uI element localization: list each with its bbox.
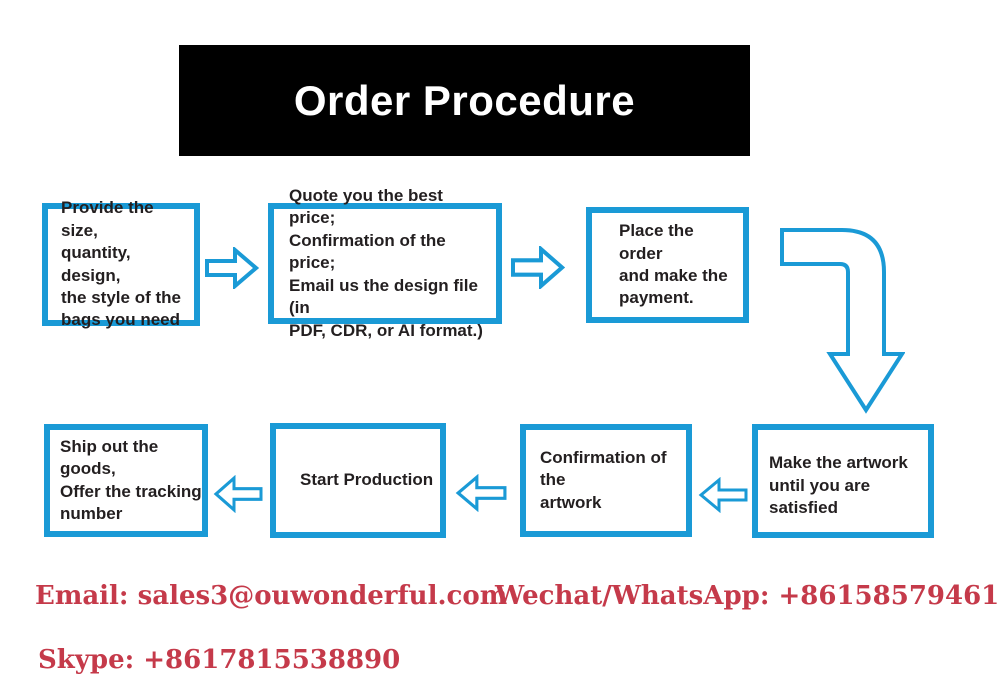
contact-wechat-whatsapp: Wechat/WhatsApp: +8615857946129 [495,581,1000,611]
flow-step-provide-details: Provide the size, quantity, design, the … [42,198,200,329]
flow-step-label: Place the order and make the payment. [619,221,728,308]
arrow-right-icon [205,247,259,289]
arrow-left-icon [698,477,748,513]
flow-step-label: Make the artwork until you are satisfied [769,453,908,518]
flow-step-label: Quote you the best price; Confirmation o… [289,185,483,340]
flow-step-make-artwork: Make the artwork until you are satisfied [752,424,934,538]
flow-step-place-order: Place the order and make the payment. [586,207,749,323]
arrow-right-icon [511,246,565,289]
title-banner: Order Procedure [179,45,750,156]
arrow-bend-down-icon [780,224,905,414]
flow-step-label: Ship out the goods, Offer the tracking n… [60,436,202,523]
arrow-left-icon [455,474,507,512]
page-title: Order Procedure [293,76,636,124]
flow-step-label: Start Production [300,470,434,490]
flow-step-confirm-artwork: Confirmation of the artwork [520,424,692,537]
flow-step-ship-goods: Ship out the goods, Offer the tracking n… [44,424,208,537]
flow-step-start-production: Start Production [270,423,446,538]
contact-skype: Skype: +8617815538890 [38,645,401,675]
flow-step-label: Confirmation of the artwork [540,447,667,512]
contact-email: Email: sales3@ouwonderful.com [35,581,508,611]
arrow-left-icon [213,475,263,513]
flow-step-label: Provide the size, quantity, design, the … [61,198,181,330]
flow-step-quote-price: Quote you the best price; Confirmation o… [268,186,502,340]
